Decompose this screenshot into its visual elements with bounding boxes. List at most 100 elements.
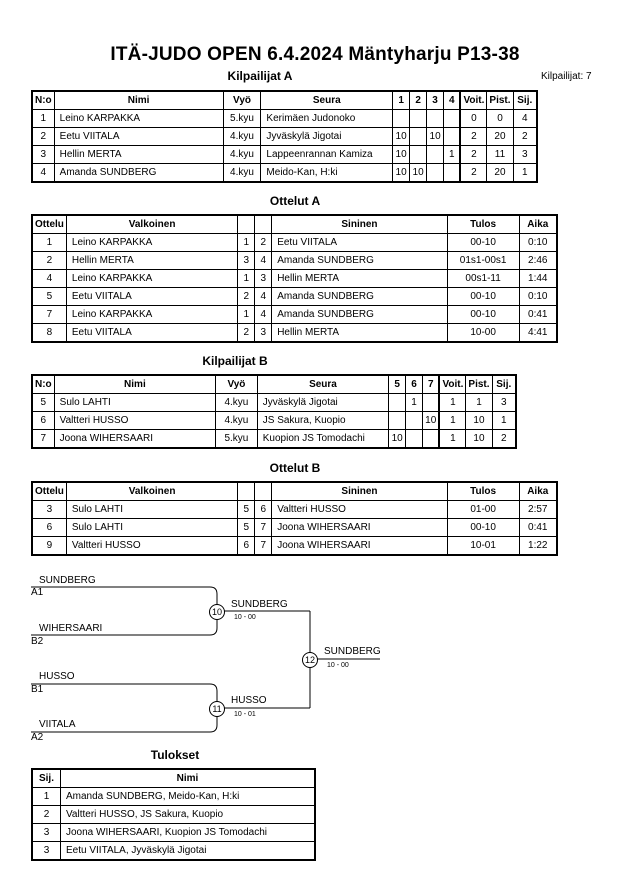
table-cell: Eetu VIITALA <box>65 323 239 343</box>
table-cell: Hellin MERTA <box>271 323 448 343</box>
table-cell: 4 <box>31 163 55 183</box>
table-cell: 1:22 <box>518 536 558 556</box>
competitor-count: Kilpailijat: 7 <box>541 71 592 82</box>
table-cell: 1 <box>237 305 256 324</box>
table-cell: 1 <box>465 393 493 412</box>
table-cell: Jyväskylä Jigotai <box>260 127 394 146</box>
table-cell: 10 <box>388 429 407 449</box>
table-cell <box>443 163 461 183</box>
matches-a-col-header: Ottelu <box>31 214 67 234</box>
matches-b-col-header: Ottelu <box>31 481 67 501</box>
pool-a-col-header: Voit. <box>459 90 488 110</box>
results-header-row: Sij.Nimi <box>31 768 316 788</box>
table-cell <box>426 163 445 183</box>
table-cell: 1 <box>405 393 423 412</box>
table-cell: 0 <box>459 109 488 128</box>
pool-b-col-header: 6 <box>405 374 423 394</box>
table-cell: 5 <box>237 518 256 537</box>
pool-b-col-header: Sij. <box>491 374 517 394</box>
table-cell: 2 <box>491 429 517 449</box>
table-cell: Meido-Kan, H:ki <box>260 163 394 183</box>
bracket-entrant-1: SUNDBERG <box>39 575 96 586</box>
table-cell: 7 <box>254 518 273 537</box>
table-cell: 0:41 <box>518 518 558 537</box>
table-cell: Sulo LAHTI <box>65 500 239 519</box>
pool-a-col-header: Pist. <box>486 90 514 110</box>
matches-b-col-header <box>237 481 256 501</box>
pool-b-title: Kilpailijat B <box>202 354 268 368</box>
table-cell: 0:41 <box>518 305 558 324</box>
table-cell: 2 <box>512 127 538 146</box>
table-cell: 00-10 <box>446 287 520 306</box>
table-cell: 4 <box>512 109 538 128</box>
table-cell: 2 <box>31 127 55 146</box>
table-cell: Lappeenrannan Kamiza <box>260 145 394 164</box>
table-cell: 2 <box>459 127 488 146</box>
table-cell: 10 <box>392 145 411 164</box>
table-cell: Joona WIHERSAARI <box>53 429 217 449</box>
bracket-seed-2: B2 <box>31 636 44 647</box>
table-cell: 2 <box>254 233 273 252</box>
table-cell: 6 <box>31 411 55 430</box>
table-cell: 4 <box>254 287 273 306</box>
matches-a-col-header <box>254 214 273 234</box>
table-cell: 7 <box>31 305 67 324</box>
table-cell: 2 <box>237 323 256 343</box>
table-cell: Amanda SUNDBERG <box>271 287 448 306</box>
table-cell: 9 <box>31 536 67 556</box>
table-cell: 0:10 <box>518 287 558 306</box>
table-cell: 10 <box>426 127 445 146</box>
table-cell: 4.kyu <box>222 163 262 183</box>
table-cell: 1 <box>438 393 467 412</box>
table-cell: Leino KARPAKKA <box>65 233 239 252</box>
table-cell: 3 <box>31 145 55 164</box>
table-cell: 1 <box>443 145 461 164</box>
table-cell: 10-00 <box>446 323 520 343</box>
table-cell <box>443 127 461 146</box>
pool-a-col-header: Sij. <box>512 90 538 110</box>
table-cell: JS Sakura, Kuopio <box>256 411 390 430</box>
bracket-entrant-4: VIITALA <box>39 719 76 730</box>
table-cell: Eetu VIITALA <box>65 287 239 306</box>
bracket-final-score: 10 - 00 <box>327 662 349 669</box>
pool-a-title: Kilpailijat A <box>227 69 293 83</box>
matches-a-col-header: Aika <box>518 214 558 234</box>
table-cell: 5.kyu <box>222 109 262 128</box>
table-cell: 3 <box>31 500 67 519</box>
table-cell: 4.kyu <box>222 145 262 164</box>
table-cell: 4 <box>254 305 273 324</box>
table-cell: 7 <box>31 429 55 449</box>
table-cell: Leino KARPAKKA <box>65 305 239 324</box>
table-cell: 4.kyu <box>222 127 262 146</box>
table-cell: 3 <box>31 823 61 842</box>
table-cell: 1:44 <box>518 269 558 288</box>
pool-b-col-header: N:o <box>31 374 55 394</box>
table-cell: 3 <box>491 393 517 412</box>
table-cell: 3 <box>254 269 273 288</box>
table-cell: 2 <box>31 805 61 824</box>
table-cell: 4.kyu <box>215 393 258 412</box>
table-cell: Eetu VIITALA <box>53 127 224 146</box>
matches-b-col-header: Tulos <box>446 481 520 501</box>
table-cell: 20 <box>486 163 514 183</box>
table-cell: 2 <box>459 145 488 164</box>
table-cell <box>388 393 407 412</box>
pool-b-col-header: Nimi <box>53 374 217 394</box>
table-cell: 01s1-00s1 <box>446 251 520 270</box>
bracket-semi-2-score: 10 - 01 <box>234 711 256 718</box>
table-cell: Leino KARPAKKA <box>53 109 224 128</box>
